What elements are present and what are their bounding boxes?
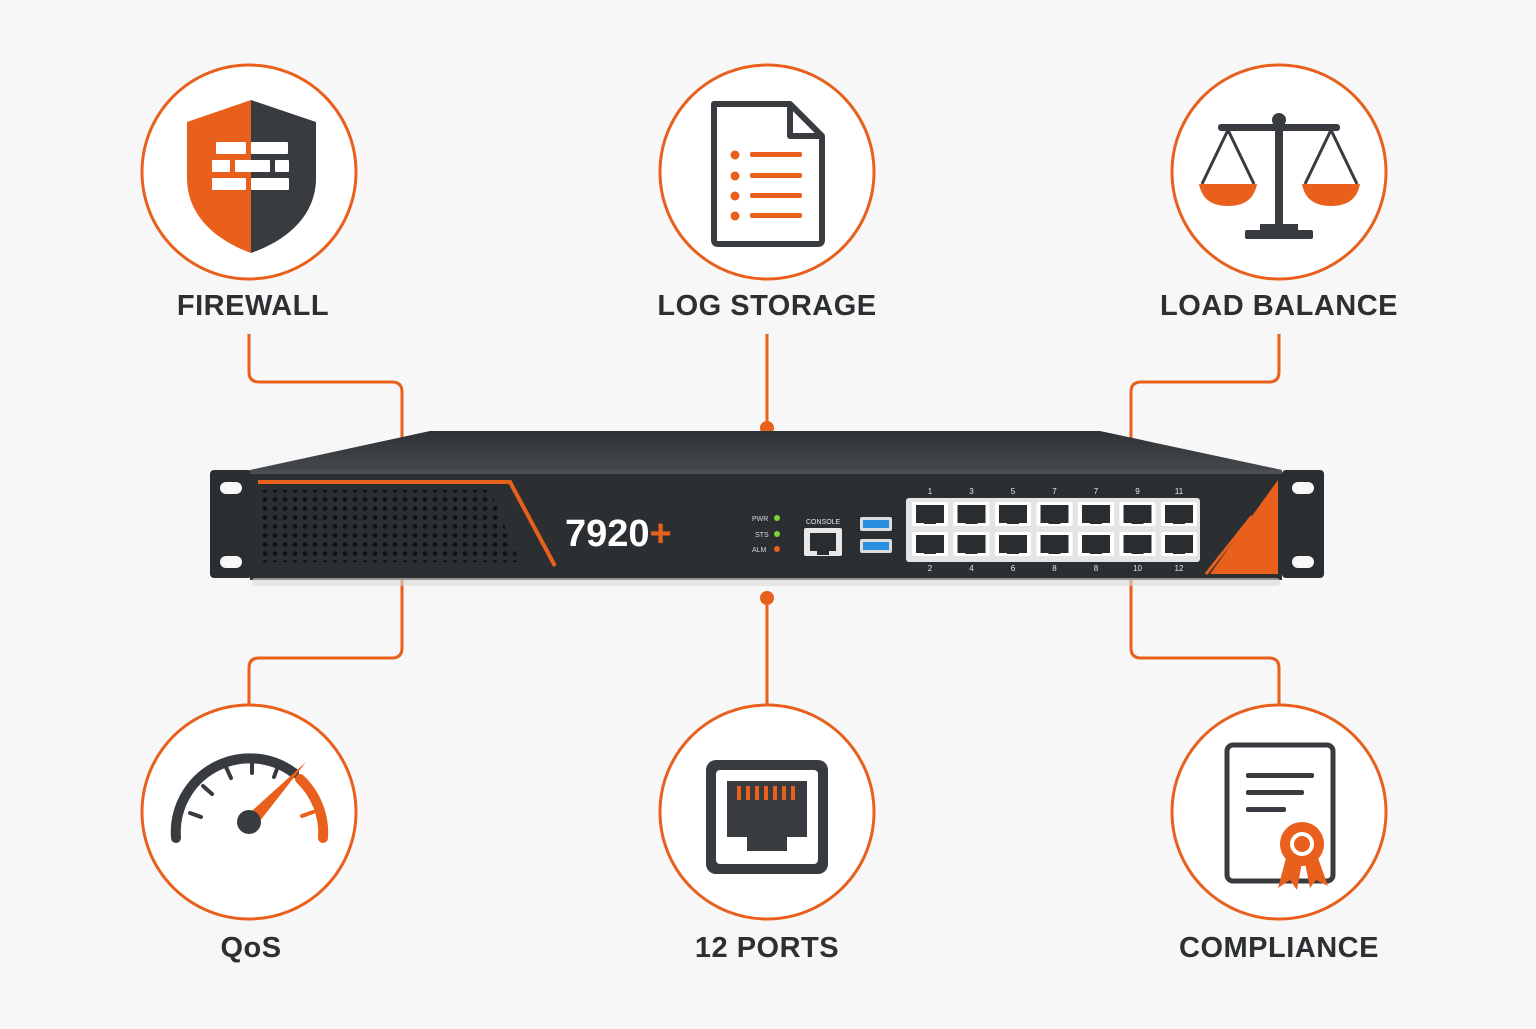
vent-grille bbox=[262, 490, 520, 562]
connector-firewall bbox=[247, 334, 404, 440]
led-label-alm: ALM bbox=[752, 547, 767, 554]
rj45-port bbox=[995, 502, 1031, 526]
shield-firewall-icon bbox=[187, 100, 316, 253]
rj45-port bbox=[953, 502, 990, 526]
port-number-labels: 1 3 5 7 7 9 11 2 4 6 8 8 10 12 bbox=[928, 487, 1184, 573]
balance-scale-icon bbox=[1199, 113, 1360, 239]
connector-qos bbox=[247, 580, 404, 712]
port-number: 7 bbox=[1052, 487, 1057, 496]
rj45-port bbox=[1078, 502, 1114, 526]
port-number: 4 bbox=[969, 564, 974, 573]
rj45-port bbox=[1078, 532, 1114, 556]
feature-label-firewall: FIREWALL bbox=[176, 290, 330, 322]
speedometer-icon bbox=[170, 753, 329, 843]
rj45-port bbox=[1036, 502, 1073, 526]
usb-ports bbox=[860, 517, 892, 553]
rj45-port bbox=[1119, 502, 1156, 526]
rj45-port bbox=[1119, 532, 1156, 556]
rj45-port bbox=[912, 502, 948, 526]
connector-dot-bottom bbox=[760, 591, 774, 605]
rj45-port bbox=[995, 532, 1031, 556]
rj45-port bbox=[1036, 532, 1073, 556]
led-sts bbox=[774, 531, 780, 537]
feature-label-load-balance: LOAD BALANCE bbox=[1160, 290, 1398, 322]
port-number: 12 bbox=[1175, 564, 1184, 573]
connector-lines bbox=[247, 334, 1281, 712]
rack-ear-right bbox=[1282, 470, 1324, 578]
console-label: CONSOLE bbox=[806, 519, 841, 526]
model-name: 7920+ bbox=[565, 513, 672, 555]
port-number: 1 bbox=[928, 487, 933, 496]
led-label-sts: STS bbox=[755, 532, 769, 539]
port-number: 10 bbox=[1133, 564, 1142, 573]
feature-label-qos: QoS bbox=[220, 932, 282, 964]
port-number: 6 bbox=[1011, 564, 1016, 573]
port-number: 7 bbox=[1094, 487, 1099, 496]
port-number: 8 bbox=[1052, 564, 1057, 573]
port-number: 5 bbox=[1011, 487, 1016, 496]
status-leds: PWR STS ALM bbox=[752, 515, 780, 554]
feature-label-ports: 12 PORTS bbox=[694, 932, 840, 964]
rj45-port bbox=[1161, 532, 1197, 556]
port-number: 2 bbox=[928, 564, 933, 573]
connector-load-balance bbox=[1129, 334, 1281, 440]
led-pwr bbox=[774, 515, 780, 521]
port-number: 3 bbox=[969, 487, 974, 496]
rj45-port bbox=[953, 532, 990, 556]
document-list-icon bbox=[711, 101, 825, 247]
rack-ear-left bbox=[210, 470, 252, 578]
ethernet-port-icon bbox=[706, 760, 828, 874]
led-label-pwr: PWR bbox=[752, 516, 768, 523]
port-number: 8 bbox=[1094, 564, 1099, 573]
rj45-port bbox=[912, 532, 948, 556]
connector-compliance bbox=[1129, 580, 1281, 712]
certificate-icon bbox=[1224, 742, 1336, 890]
port-number: 11 bbox=[1175, 487, 1184, 496]
ethernet-port-cells bbox=[912, 502, 1197, 556]
rj45-port bbox=[1161, 502, 1197, 526]
feature-label-compliance: COMPLIANCE bbox=[1179, 932, 1379, 964]
feature-label-log-storage: LOG STORAGE bbox=[657, 290, 877, 322]
led-alm bbox=[774, 546, 780, 552]
port-number: 9 bbox=[1135, 487, 1140, 496]
